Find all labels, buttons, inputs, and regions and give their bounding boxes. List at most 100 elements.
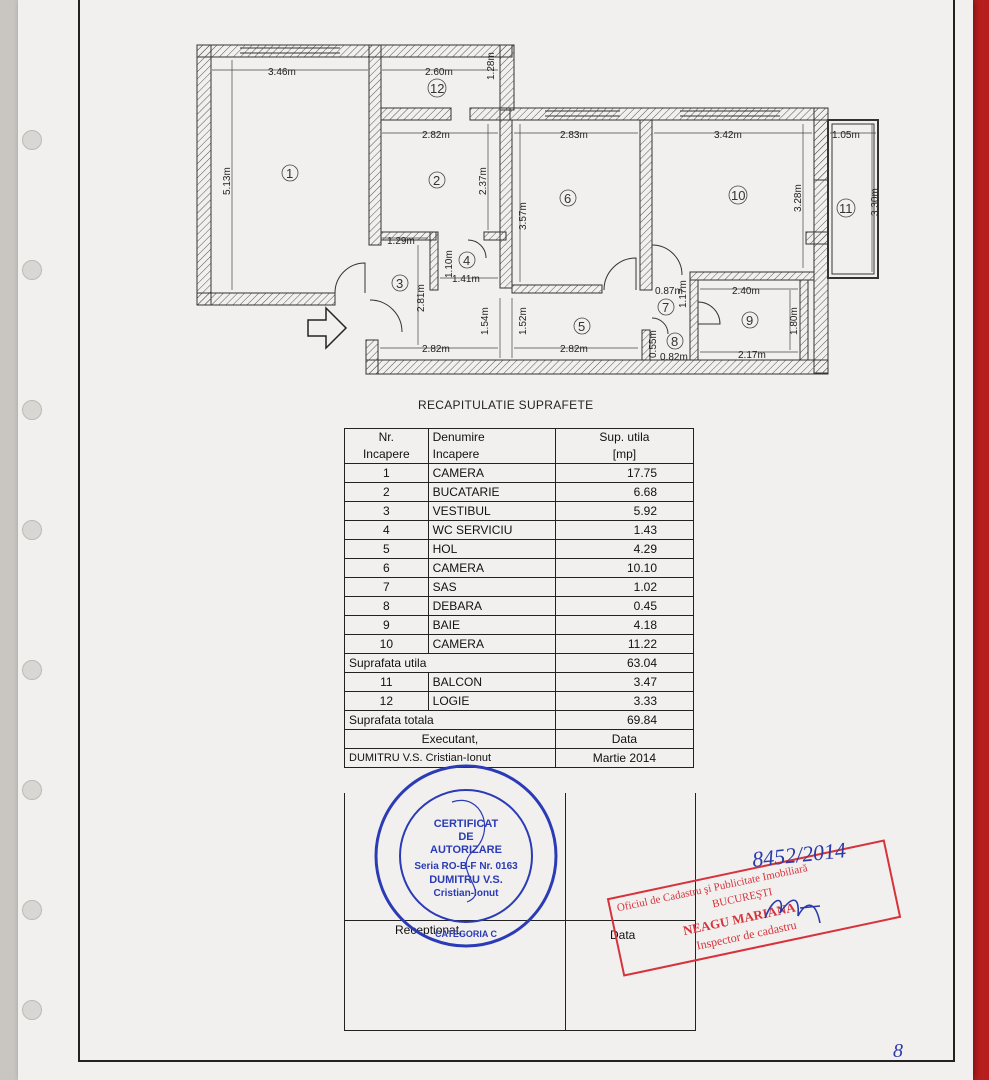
dim-label: 1.17m [678, 280, 689, 308]
wall-r12-r2-a [380, 107, 452, 121]
executant-header-row: Executant,Data [344, 729, 695, 749]
dim-label: 0.87m [655, 286, 683, 297]
stamp-line-1: CERTIFICAT [433, 818, 499, 830]
dim-label: 0.55m [648, 330, 659, 358]
cell-nr: 10 [344, 634, 429, 654]
stamp-line-2: DE [458, 831, 474, 843]
door-r1 [334, 262, 366, 294]
dim-label: 2.17m [738, 350, 766, 361]
cell-area: 11.22 [554, 634, 695, 654]
dim-label: 2.82m [422, 130, 450, 141]
cell-nr: 1 [344, 463, 429, 483]
executant-label: Executant, [344, 729, 556, 749]
room-number-1: 1 [286, 166, 293, 181]
cell-area: 4.18 [554, 615, 695, 635]
util-label: Suprafata utila [344, 653, 556, 673]
cell-name: CAMERA [427, 634, 556, 654]
executant-date: Martie 2014 [554, 748, 695, 768]
cell-name: DEBARA [427, 596, 556, 616]
cell-area: 6.68 [554, 482, 695, 502]
cell-name: SAS [427, 577, 556, 597]
cell-area: 3.47 [554, 672, 695, 692]
wall-r9-left [689, 279, 699, 361]
room-number-7: 7 [662, 300, 669, 315]
wall-r6-bottom [511, 284, 603, 294]
room-number-8: 8 [671, 334, 678, 349]
dim-label: 3.28m [793, 184, 804, 212]
punch-hole [22, 780, 42, 800]
inspector-signature [764, 899, 821, 924]
cell-area: 1.02 [554, 577, 695, 597]
cell-nr: 3 [344, 501, 429, 521]
total-label: Suprafata totala [344, 710, 556, 730]
cell-nr: 9 [344, 615, 429, 635]
dim-label: 2.82m [422, 344, 450, 355]
dim-label: 1.29m [387, 236, 415, 247]
cell-area: 4.29 [554, 539, 695, 559]
wall-r6-r10 [639, 119, 653, 291]
cell-name: BALCON [427, 672, 556, 692]
cell-nr: 5 [344, 539, 429, 559]
cell-name: HOL [427, 539, 556, 559]
punch-hole [22, 260, 42, 280]
room-number-4: 4 [463, 253, 470, 268]
wall-bottom-left [196, 292, 336, 306]
dim-label: 1.28m [486, 52, 497, 80]
dim-label: 1.10m [444, 250, 455, 278]
cell-nr: 2 [344, 482, 429, 502]
cell-area: 3.33 [554, 691, 695, 711]
cell-name: VESTIBUL [427, 501, 556, 521]
wall-r12-r2-b [469, 107, 511, 121]
dim-label: 2.82m [560, 344, 588, 355]
cell-nr: 7 [344, 577, 429, 597]
wall-bottom [365, 359, 829, 375]
dim-label: 1.54m [480, 307, 491, 335]
door-r10 [651, 244, 683, 276]
wall-left [196, 44, 212, 306]
room-number-2: 2 [433, 173, 440, 188]
room-number-5: 5 [578, 319, 585, 334]
cell-name: CAMERA [427, 558, 556, 578]
entrance-arrow-icon [307, 306, 348, 350]
punch-hole [22, 1000, 42, 1020]
wall-r11-top [813, 119, 829, 181]
recap-table: Nr. Incapere Denumire Incapere Sup. util… [344, 428, 695, 768]
wall-top-right [499, 107, 829, 121]
cell-area: 5.92 [554, 501, 695, 521]
cell-area: 10.10 [554, 558, 695, 578]
stamp-line-5: DUMITRU V.S. [429, 874, 503, 886]
dim-label: 2.81m [416, 284, 427, 312]
cell-name: LOGIE [427, 691, 556, 711]
stamp-line-4: Seria RO-B-F Nr. 0163 [414, 861, 518, 872]
room-number-3: 3 [396, 276, 403, 291]
door-entrance [369, 299, 403, 333]
wall-r10-bottom [689, 271, 815, 281]
stamp-line-6: Cristian-Ionut [433, 888, 499, 899]
data-label: Data [554, 729, 695, 749]
floor-plan: 3.46m 2.60m 1.28m 5.13m 2.82m 2.37m 2.83… [196, 44, 881, 375]
page-number: 8 [893, 1040, 903, 1062]
dim-label: 3.30m [870, 188, 881, 216]
cell-name: CAMERA [427, 463, 556, 483]
door-r6 [603, 257, 637, 291]
dim-label: 1.80m [789, 307, 800, 335]
util-value: 63.04 [554, 653, 695, 673]
wall-r1-r2 [368, 44, 382, 246]
door-r8 [651, 317, 669, 335]
dim-label: 3.46m [268, 67, 296, 78]
cell-nr: 4 [344, 520, 429, 540]
dim-label: 3.42m [714, 130, 742, 141]
header-suprafata: Sup. utila [mp] [554, 428, 695, 464]
data-label-2: Data [610, 928, 636, 942]
cell-area: 1.43 [554, 520, 695, 540]
